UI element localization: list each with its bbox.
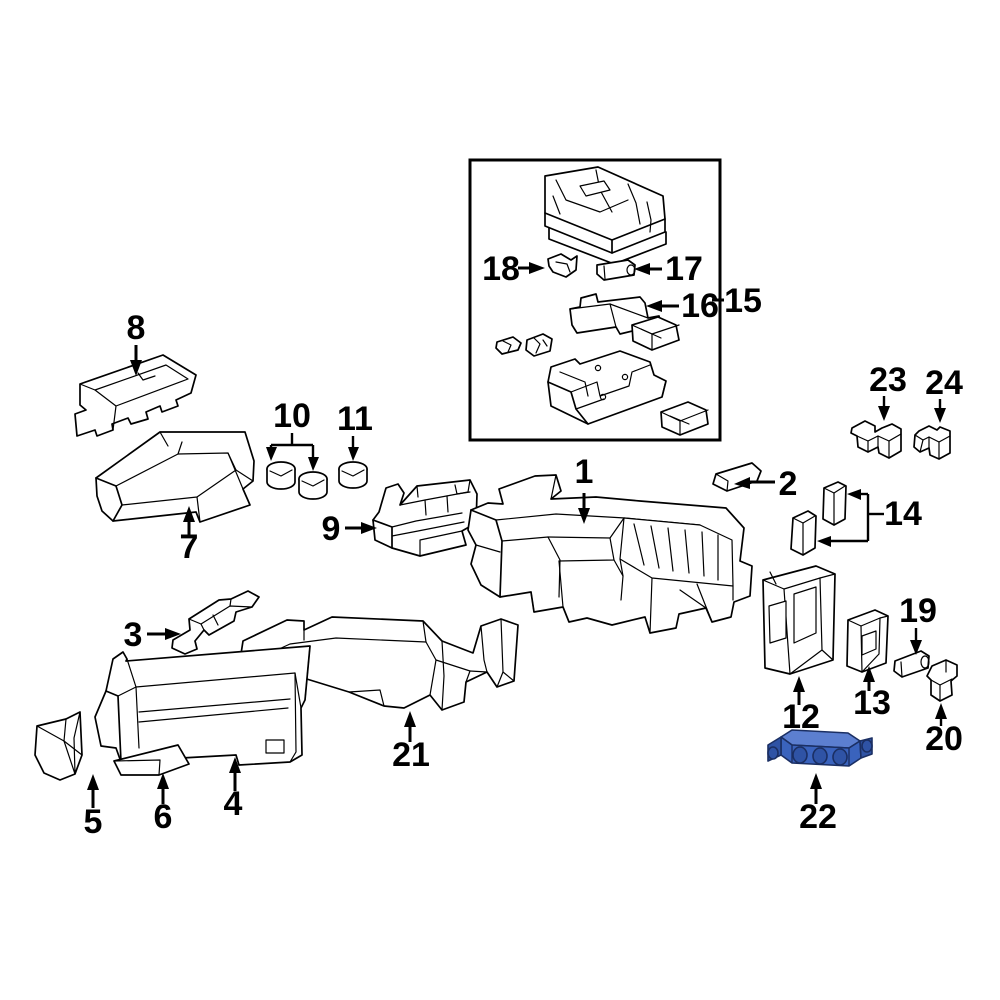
- callout-7: 7: [180, 528, 199, 566]
- callout-6: 6: [154, 798, 173, 836]
- leader-12: [793, 676, 805, 705]
- overhead-console-housing: [544, 166, 667, 265]
- console-fastener-nut: [926, 659, 958, 702]
- callout-23: 23: [869, 361, 907, 399]
- cup-holder-insert-a: [266, 461, 296, 490]
- overhead-console-rail-upper: [631, 316, 680, 351]
- console-upper-trim-panel: [712, 462, 762, 492]
- console-side-bracket: [171, 590, 260, 655]
- callout-3: 3: [124, 616, 143, 654]
- leader-2: [734, 477, 775, 489]
- leader-16: [646, 300, 679, 312]
- leader-14: [817, 489, 884, 547]
- callout-12: 12: [782, 698, 820, 736]
- leader-5: [87, 774, 99, 808]
- callout-24: 24: [925, 364, 963, 402]
- leader-7: [183, 506, 195, 535]
- callout-14: 14: [884, 495, 922, 533]
- callout-4: 4: [224, 785, 243, 823]
- overhead-console-base-tray: [547, 350, 667, 425]
- console-body: [467, 474, 753, 634]
- leader-20: [935, 703, 947, 726]
- leader-8: [130, 345, 142, 376]
- console-lid-base: [95, 431, 255, 523]
- callout-22: 22: [799, 798, 837, 836]
- glove-box-end-cap: [34, 711, 83, 781]
- console-retainer-clip-upper: [822, 481, 847, 526]
- callout-11: 11: [337, 400, 373, 438]
- overhead-console-small-clips: [495, 333, 553, 357]
- callout-2: 2: [779, 465, 798, 503]
- callout-16: 16: [681, 287, 719, 325]
- console-retainer-clip-lower: [790, 510, 817, 556]
- callout-8: 8: [127, 309, 146, 347]
- leader-11: [348, 436, 359, 461]
- overhead-console-bulb: [596, 259, 636, 281]
- cup-holder-insert-c: [338, 461, 368, 489]
- cup-holder-insert-b: [298, 471, 328, 500]
- console-clip-small: [913, 425, 951, 460]
- rear-console-panel: [762, 565, 836, 675]
- overhead-console-knob: [547, 253, 578, 278]
- callout-labels: 1 2 3 4 5 6 7 8 9 10 11 12 13 14 15 16 1…: [84, 250, 963, 841]
- leader-17: [634, 263, 662, 275]
- callout-20: 20: [925, 720, 963, 758]
- callout-9: 9: [322, 510, 341, 548]
- overhead-console-rail-lower: [660, 401, 709, 436]
- leader-13: [863, 666, 875, 691]
- glove-box-trim-strip: [113, 744, 190, 776]
- console-support-bracket: [240, 616, 519, 711]
- console-tray-module: [372, 479, 478, 557]
- leader-6: [157, 773, 169, 804]
- callout-13: 13: [853, 684, 891, 722]
- callout-10: 10: [273, 397, 311, 435]
- leader-19: [910, 628, 922, 655]
- console-lid-insert: [74, 354, 197, 437]
- callout-17: 17: [665, 250, 703, 288]
- callout-5: 5: [84, 803, 103, 841]
- leader-3: [147, 628, 181, 640]
- leader-1: [578, 493, 590, 524]
- leader-18: [518, 262, 545, 274]
- leader-22: [810, 773, 822, 804]
- console-clip-large: [850, 420, 902, 459]
- rear-console-bezel: [846, 609, 889, 673]
- leader-10: [266, 433, 319, 471]
- leader-24: [934, 399, 946, 423]
- leader-21: [404, 711, 416, 742]
- callout-21: 21: [392, 736, 430, 774]
- callout-19: 19: [899, 592, 937, 630]
- power-outlet-module-highlighted: [767, 729, 873, 767]
- leader-4: [229, 757, 241, 791]
- callout-1: 1: [575, 453, 594, 491]
- callout-15: 15: [724, 282, 762, 320]
- glove-box-bin: [94, 645, 311, 766]
- leader-9: [345, 522, 377, 534]
- console-dowel-pin: [893, 650, 930, 678]
- leader-23: [878, 396, 890, 421]
- callout-18: 18: [482, 250, 520, 288]
